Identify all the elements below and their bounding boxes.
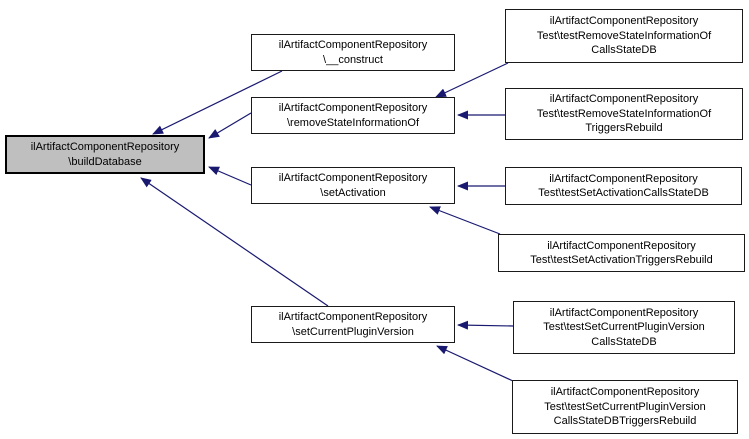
node-label-line: \__construct	[323, 53, 383, 66]
edge-remove-state-information-of-to-build-database	[208, 112, 252, 139]
node-label-line: Test\testRemoveStateInformationOf	[536, 107, 712, 120]
graph-node-set-current-plugin-version[interactable]: ilArtifactComponentRepository \setCurrent…	[251, 306, 455, 343]
node-label-line: \setCurrentPluginVersion	[292, 325, 414, 338]
node-label-line: TriggersRebuild	[585, 122, 663, 135]
graph-node-set-activation[interactable]: ilArtifactComponentRepository \setActivat…	[251, 167, 455, 204]
node-label-line: CallsStateDB	[591, 335, 657, 348]
edge-test-remove-state-information-of-calls-state-db-to-remove-state-information-of	[435, 62, 509, 98]
node-label-line: ilArtifactComponentRepository	[278, 102, 428, 114]
node-label-line: ilArtifactComponentRepository	[278, 39, 428, 51]
edge-test-set-current-plugin-version-calls-state-db-to-set-current-plugin-version	[457, 320, 514, 330]
node-label-line: ilArtifactComponentRepository	[550, 386, 700, 399]
node-label-line: ilArtifactComponentRepository	[549, 15, 699, 28]
node-label-line: \setActivation	[320, 186, 386, 199]
node-label-line: Test\testRemoveStateInformationOf	[536, 29, 712, 42]
edge-test-set-current-plugin-version-calls-state-db-triggers-rebuild-to-set-current-plugin-version	[436, 345, 514, 382]
node-label-line: ilArtifactComponentRepository	[549, 172, 698, 185]
node-label-line: ilArtifactComponentRepository	[30, 141, 180, 153]
node-label-line: \removeStateInformationOf	[286, 116, 420, 129]
edge-construct-to-build-database	[152, 70, 283, 135]
node-label-line: CallsStateDBTriggersRebuild	[553, 415, 697, 428]
graph-node-build-database[interactable]: ilArtifactComponentRepository \buildDatab…	[5, 135, 205, 174]
node-label-line: ilArtifactComponentRepository	[549, 306, 699, 319]
edge-set-activation-to-build-database	[208, 166, 252, 186]
graph-node-construct[interactable]: ilArtifactComponentRepository \__construc…	[251, 34, 455, 71]
node-label-line: Test\testSetCurrentPluginVersion	[544, 400, 706, 413]
node-label-line: CallsStateDB	[591, 44, 657, 57]
node-label-line: ilArtifactComponentRepository	[549, 93, 699, 106]
node-label-line: Test\testSetActivationCallsStateDB	[538, 187, 709, 199]
node-label-line: Test\testSetActivationTriggersRebuild	[530, 254, 713, 266]
node-label-line: ilArtifactComponentRepository	[278, 172, 428, 184]
node-label-line: ilArtifactComponentRepository	[547, 239, 696, 252]
edge-test-set-activation-triggers-rebuild-to-set-activation	[429, 206, 501, 235]
node-label-line: \buildDatabase	[68, 155, 142, 168]
node-label-line: ilArtifactComponentRepository	[278, 311, 428, 323]
graph-node-remove-state-information-of[interactable]: ilArtifactComponentRepository \removeStat…	[251, 97, 455, 134]
node-label-line: Test\testSetCurrentPluginVersion	[543, 321, 705, 334]
edge-set-current-plugin-version-to-build-database	[140, 177, 329, 307]
